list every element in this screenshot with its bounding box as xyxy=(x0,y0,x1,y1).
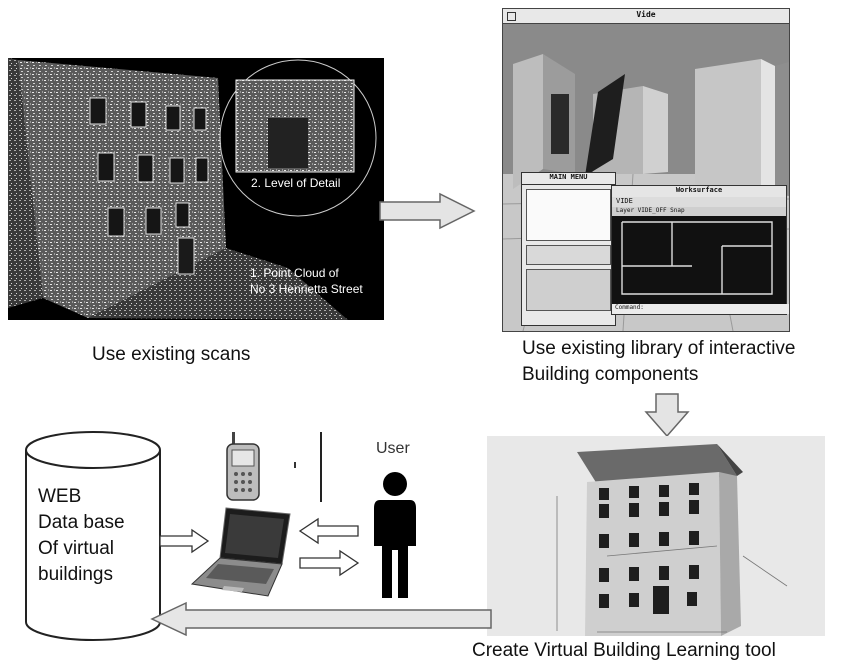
vide-window-title: Vide xyxy=(636,10,656,19)
user-person-icon xyxy=(374,472,416,598)
component-grid[interactable] xyxy=(526,189,611,241)
level-of-detail-label: 2. Level of Detail xyxy=(251,176,341,190)
options-panel[interactable] xyxy=(526,269,611,311)
mobile-phone-icon xyxy=(226,432,260,501)
caption-use-scans: Use existing scans xyxy=(92,344,251,365)
main-menu-title: MAIN MENU xyxy=(522,173,615,185)
command-line[interactable]: Command: xyxy=(612,304,789,314)
point-cloud-label-line1: 1. Point Cloud of xyxy=(250,266,339,280)
down-arrow-icon xyxy=(644,393,690,438)
database-cylinder-icon xyxy=(25,431,161,641)
caption-library-line2: Building components xyxy=(522,364,699,385)
point-cloud-building-svg xyxy=(8,58,377,320)
database-label: WEB Data base Of virtual buildings xyxy=(38,484,125,588)
worksurface-window: Worksurface VIDE Layer VIDE_OFF Snap Com… xyxy=(611,185,789,315)
vertical-divider-line xyxy=(320,432,322,502)
vide-dropdown[interactable]: VIDE xyxy=(612,197,786,207)
laptop-to-user-arrow-icon xyxy=(299,549,360,577)
caption-create-tool: Create Virtual Building Learning tool xyxy=(472,640,776,661)
point-cloud-label-line2: No 3 Henrietta Street xyxy=(250,282,363,296)
window-close-icon xyxy=(507,12,516,21)
vide-title-bar: Vide xyxy=(503,9,789,24)
database-line-3: Of virtual xyxy=(38,538,115,559)
user-label: User xyxy=(376,440,410,457)
database-line-4: buildings xyxy=(38,564,113,585)
laptop-icon xyxy=(190,507,291,597)
database-line-1: WEB xyxy=(38,486,82,507)
point-cloud-scan-image: 2. Level of Detail 1. Point Cloud of No … xyxy=(8,58,384,320)
toolbar-row[interactable] xyxy=(526,245,611,265)
db-to-laptop-arrow-icon xyxy=(159,528,210,554)
main-menu-window: MAIN MENU xyxy=(521,172,616,326)
user-to-laptop-arrow-icon xyxy=(298,517,359,545)
virtual-building-svg xyxy=(556,444,788,636)
virtual-building-model-image xyxy=(487,436,825,636)
floor-plan-drawing[interactable] xyxy=(612,216,786,300)
database-line-2: Data base xyxy=(38,512,125,533)
worksurface-title: Worksurface xyxy=(612,186,786,197)
layer-status: Layer VIDE_OFF Snap xyxy=(612,207,786,216)
caption-library-line1: Use existing library of interactive xyxy=(522,338,796,359)
vide-interface-screenshot: Vide MAIN MENU Worksurface VIDE Layer VI… xyxy=(502,8,790,332)
right-arrow-icon xyxy=(379,192,476,230)
small-dot-mark xyxy=(294,462,296,468)
tool-to-database-arrow-icon xyxy=(150,601,492,637)
